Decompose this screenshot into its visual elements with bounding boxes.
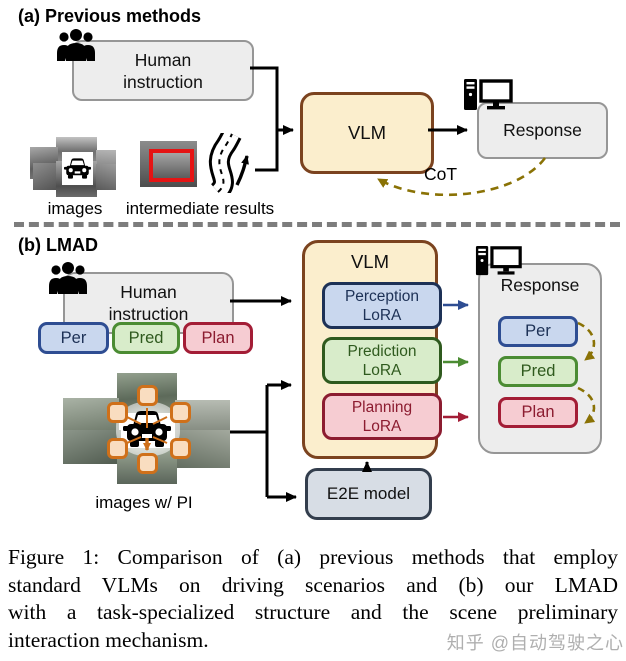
caption-line: interaction mechanism. [8,627,209,652]
ego-car-icon [123,409,171,449]
people-group-icon [47,260,89,296]
e2e-model-label: E2E model [326,484,411,503]
section-divider [14,222,620,227]
response-label-a: Response [503,120,582,140]
badge-plan-label: Plan [201,328,235,347]
e2e-model-box: E2E model [305,468,432,520]
prediction-lora-box: Prediction LoRA [322,337,442,384]
camera-image-a [96,164,116,190]
response-title-b: Response [500,274,580,295]
human-instruction-box-a: Human instruction [72,40,254,101]
human-instruction-label-b: Human instruction [108,282,189,324]
caption-line: standard VLMs on driving scenarios and (… [8,572,618,597]
response-box-a: Response [477,102,608,159]
planning-lora-label: Planning LoRA [351,398,413,435]
cot-label: CoT [424,164,458,184]
vlm-label-a: VLM [347,122,387,143]
perception-lora-label: Perception LoRA [344,287,420,324]
pi-marker [107,402,128,423]
images-pi-label: images w/ PI [95,493,193,512]
pi-marker [137,453,158,474]
prediction-lora-label: Prediction LoRA [347,342,417,379]
vlm-box-a: VLM [300,92,434,174]
figure-caption: Figure 1: Comparison of (a) previous met… [8,544,618,654]
caption-line: with a task-specialized structure and th… [8,600,618,625]
pi-marker [107,438,128,459]
badge-per-label: Per [60,328,87,347]
computer-icon [475,245,523,277]
road-trajectory-icon [204,133,258,193]
intermediate-results-label: intermediate results [125,199,275,218]
planning-lora-box: Planning LoRA [322,393,442,440]
pi-marker [170,402,191,423]
people-group-icon [55,27,97,63]
pi-marker [137,385,158,406]
bus-line-b [230,385,269,497]
human-instruction-label-a: Human instruction [123,49,203,92]
badge-pred: Pred [112,322,180,354]
images-label-a: images [47,199,103,218]
watermark: 知乎 @自动驾驶之心 [446,633,624,653]
response-per-box: Per [498,316,578,347]
vlm-title-b: VLM [350,251,390,272]
response-pred-label: Pred [520,362,556,380]
response-plan-label: Plan [521,403,555,421]
perception-lora-box: Perception LoRA [322,282,442,329]
ego-car-icon [62,152,93,185]
detection-bbox [149,149,194,182]
detection-image [140,141,197,187]
response-pred-box: Pred [498,356,578,387]
badge-per: Per [38,322,109,354]
pi-marker [170,438,191,459]
badge-plan: Plan [183,322,253,354]
camera-image-a [33,163,57,190]
computer-icon [463,78,514,112]
response-per-label: Per [525,322,551,340]
section-a-heading: (a) Previous methods [18,6,202,26]
badge-pred-label: Pred [128,328,164,347]
section-b-heading: (b) LMAD [18,235,98,255]
response-plan-box: Plan [498,397,578,428]
caption-line: Figure 1: Comparison of (a) previous met… [8,545,618,569]
